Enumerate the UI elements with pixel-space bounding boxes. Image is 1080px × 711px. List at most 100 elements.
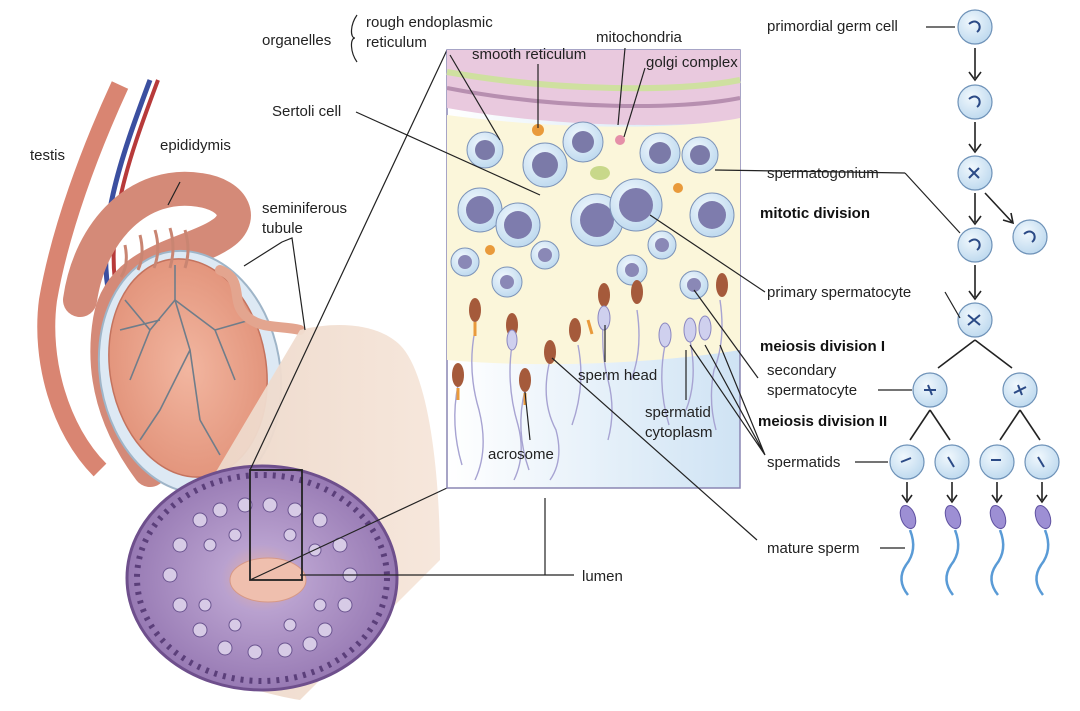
spermatid-3 bbox=[979, 444, 1015, 480]
label-mature-sperm: mature sperm bbox=[767, 540, 860, 557]
mature-sperm-set bbox=[899, 504, 1052, 596]
blood-vessel-blue bbox=[103, 79, 153, 301]
smooth-reticulum-blob bbox=[532, 124, 544, 136]
tunica-fiber bbox=[446, 86, 741, 109]
leader-mature-sperm-panel bbox=[551, 357, 758, 541]
leader-rough-er bbox=[449, 54, 501, 141]
basement-membrane bbox=[134, 472, 390, 684]
label-rough-er-1: rough endoplasmic bbox=[366, 14, 493, 31]
primary-spermatocytes bbox=[457, 178, 735, 248]
arrow-6b bbox=[929, 409, 951, 441]
golgi-blob bbox=[615, 135, 625, 145]
magnified-panel bbox=[446, 49, 741, 489]
arrow-6c bbox=[999, 409, 1021, 441]
sperm-tail-4 bbox=[1035, 529, 1050, 596]
label-meiosis-division-1: meiosis division I bbox=[760, 338, 885, 355]
leader-lumen bbox=[300, 498, 574, 576]
label-rough-er-2: reticulum bbox=[366, 34, 427, 51]
label-mitotic-division: mitotic division bbox=[760, 205, 870, 222]
label-testis: testis bbox=[30, 147, 65, 164]
arrowhead-1 bbox=[968, 71, 982, 82]
sperm-tail-3 bbox=[990, 529, 1005, 596]
label-spermatids: spermatids bbox=[767, 454, 840, 471]
label-organelles: organelles bbox=[262, 32, 331, 49]
spermatogonium-daughter-1 bbox=[957, 227, 993, 263]
sperm-head-1 bbox=[899, 504, 917, 530]
leader-primary-spermatocyte bbox=[649, 214, 766, 293]
labels: testis epididymis seminiferous tubule or… bbox=[30, 14, 911, 585]
sperm-tail-2 bbox=[945, 529, 960, 596]
vas-deferens bbox=[37, 81, 129, 477]
arrowhead-4 bbox=[968, 290, 982, 301]
spermatogonium-daughter-2 bbox=[1012, 219, 1048, 255]
tubule-cells bbox=[162, 497, 358, 660]
label-secondary-spermatocyte-1: secondary bbox=[767, 362, 837, 379]
leader-seminiferous bbox=[243, 237, 306, 331]
germ-cell-2 bbox=[957, 84, 993, 120]
efferent-ducts bbox=[119, 227, 190, 278]
spermatid-1 bbox=[889, 444, 925, 480]
arrow-6d bbox=[1019, 409, 1041, 441]
leader-spermatogonium bbox=[714, 169, 906, 174]
label-acrosome: acrosome bbox=[488, 446, 554, 463]
leader-golgi bbox=[623, 67, 646, 138]
leader-spermatogonium-2 bbox=[904, 172, 961, 234]
label-spermatid-cytoplasm-2: cytoplasm bbox=[645, 424, 713, 441]
organelles-bracket bbox=[350, 14, 358, 63]
smooth-reticulum-blob-3 bbox=[485, 245, 495, 255]
label-meiosis-division-2: meiosis division II bbox=[758, 413, 887, 430]
zoom-line-top bbox=[249, 49, 448, 471]
label-epididymis: epididymis bbox=[160, 137, 231, 154]
arrow-6a bbox=[909, 409, 931, 441]
leader-sertoli bbox=[355, 111, 541, 196]
arrowheads-7 bbox=[901, 494, 1048, 504]
sperm-head-2 bbox=[944, 504, 962, 530]
arrowhead-2 bbox=[968, 143, 982, 154]
leader-lines bbox=[167, 14, 961, 576]
label-secondary-spermatocyte-2: spermatocyte bbox=[767, 382, 857, 399]
sperm-head-3 bbox=[989, 504, 1007, 530]
label-smooth-reticulum: smooth reticulum bbox=[472, 46, 586, 63]
label-mitochondria: mitochondria bbox=[596, 29, 683, 46]
label-primary-spermatocyte: primary spermatocyte bbox=[767, 284, 911, 301]
arrowhead-side bbox=[1002, 212, 1015, 225]
division-arrows bbox=[901, 48, 1048, 504]
arrow-side bbox=[984, 192, 1013, 223]
arrow-5l bbox=[937, 339, 976, 369]
label-seminiferous-1: seminiferous bbox=[262, 200, 347, 217]
label-lumen: lumen bbox=[582, 568, 623, 585]
leader-spermatids-panel bbox=[689, 344, 766, 456]
arrow-5r bbox=[974, 339, 1013, 369]
spermatids-elongated bbox=[452, 273, 728, 481]
mitochondria-blob bbox=[590, 166, 610, 180]
leader-mitochondria bbox=[617, 47, 626, 126]
leader-epididymis bbox=[167, 181, 181, 206]
label-primordial-germ-cell: primordial germ cell bbox=[767, 18, 898, 35]
sperm-tail-1 bbox=[900, 529, 915, 596]
label-sperm-head: sperm head bbox=[578, 367, 657, 384]
primordial-germ-cell-circle bbox=[957, 9, 993, 45]
basal-cells bbox=[466, 121, 719, 188]
label-spermatogonium: spermatogonium bbox=[767, 165, 879, 182]
leader-primary-spermatocyte-2 bbox=[944, 291, 961, 319]
label-seminiferous-2: tubule bbox=[262, 220, 303, 237]
myoid-layer bbox=[446, 69, 741, 92]
rete-testis bbox=[119, 265, 251, 456]
smooth-reticulum-blob-2 bbox=[673, 183, 683, 193]
testis-anatomy bbox=[37, 79, 305, 495]
arrowhead-3 bbox=[968, 215, 982, 226]
tubule-cross-section bbox=[125, 464, 399, 692]
label-golgi-complex: golgi complex bbox=[646, 54, 738, 71]
leader-secondary-to-panel bbox=[693, 289, 759, 379]
seminiferous-tubule-strand bbox=[215, 265, 305, 335]
secondary-spermatocytes-cells bbox=[450, 230, 709, 300]
label-spermatid-cytoplasm-1: spermatid bbox=[645, 404, 711, 421]
chromosome-marks bbox=[900, 20, 1045, 468]
zoom-box bbox=[249, 469, 303, 581]
label-sertoli-cell: Sertoli cell bbox=[272, 103, 341, 120]
zoom-line-bottom bbox=[249, 487, 448, 581]
spermatogenesis-chain bbox=[889, 9, 1060, 596]
sperm-head-4 bbox=[1034, 504, 1052, 530]
leader-acrosome bbox=[524, 391, 531, 441]
